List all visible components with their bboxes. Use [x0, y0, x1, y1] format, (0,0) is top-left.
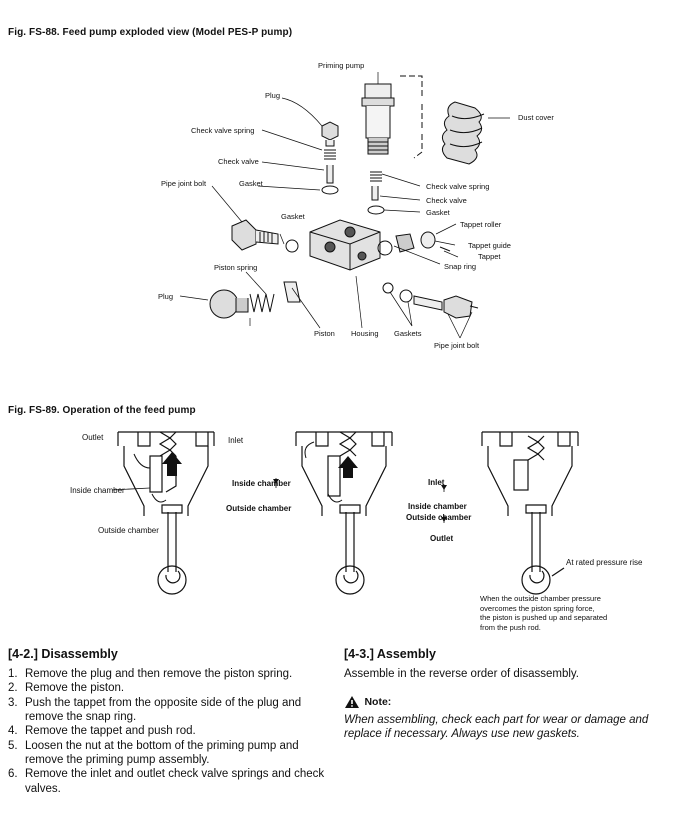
label-check-valve-left: Check valve: [218, 157, 259, 166]
label-gasket-left-2: Gasket: [281, 212, 305, 221]
label-priming-pump: Priming pump: [318, 61, 365, 70]
label-plug-top: Plug: [265, 91, 281, 100]
label-piston-spring: Piston spring: [214, 263, 258, 272]
label-gasket-left-1: Gasket: [239, 179, 263, 188]
d3-note-line: overcomes the piston spring force,: [480, 603, 595, 613]
label-dust-cover: Dust cover: [518, 113, 554, 122]
d2-outlet-label: Outlet: [430, 534, 454, 543]
label-gaskets: Gaskets: [394, 329, 422, 338]
list-item: 2.Remove the piston.: [8, 682, 125, 695]
label-housing: Housing: [351, 329, 379, 338]
label-check-valve-spring-left: Check valve spring: [191, 126, 255, 135]
d1-legend-outside-chamber: Outside chamber: [226, 504, 292, 513]
list-item: 3.Push the tappet from the opposite side…: [8, 696, 302, 723]
note-block: Note:: [344, 693, 391, 711]
d2-inlet-label: Inlet: [428, 478, 445, 487]
d2-outside-chamber-label: Outside chamber: [406, 513, 472, 522]
d3-note-line: When the outside chamber pressure: [480, 594, 601, 603]
assembly-text: Assemble in the reverse order of disasse…: [344, 668, 579, 680]
d3-note-line: the piston is pushed up and separated: [480, 613, 608, 622]
list-item: 6.Remove the inlet and outlet check valv…: [8, 768, 325, 795]
figure-89-caption: Fig. FS-89. Operation of the feed pump: [8, 405, 196, 416]
list-item: 1.Remove the plug and then remove the pi…: [8, 668, 293, 680]
d1-outside-chamber-label: Outside chamber: [98, 526, 159, 535]
note-label: Note:: [364, 695, 392, 708]
d1-inlet-label: Inlet: [228, 436, 244, 445]
assembly-heading: [4-3.] Assembly: [344, 647, 436, 661]
label-pipe-joint-bolt-right: Pipe joint bolt: [434, 341, 480, 350]
disassembly-steps: 1.Remove the plug and then remove the pi…: [8, 667, 334, 796]
label-pipe-joint-bolt-left: Pipe joint bolt: [161, 179, 207, 188]
label-check-valve-right: Check valve: [426, 196, 467, 205]
list-item: 5.Loosen the nut at the bottom of the pr…: [8, 739, 299, 766]
label-gasket-right: Gasket: [426, 208, 450, 217]
label-tappet-roller: Tappet roller: [460, 220, 502, 229]
list-item: 4.Remove the tappet and push rod.: [8, 725, 196, 738]
label-snap-ring: Snap ring: [444, 262, 477, 271]
figure-88-caption: Fig. FS-88. Feed pump exploded view (Mod…: [8, 27, 293, 38]
label-tappet: Tappet: [478, 252, 501, 261]
d3-note-line: from the push rod.: [480, 622, 541, 632]
d1-outlet-label: Outlet: [82, 433, 104, 442]
d1-legend-inside-chamber: Inside chamber: [232, 479, 291, 488]
d2-inside-chamber-label: Inside chamber: [408, 502, 467, 511]
disassembly-heading: [4-2.] Disassembly: [8, 647, 118, 661]
d3-note: When the outside chamber pressure overco…: [480, 594, 607, 632]
label-check-valve-spring-right: Check valve spring: [426, 182, 490, 191]
warning-icon: [345, 695, 359, 708]
label-tappet-guide: Tappet guide: [468, 241, 511, 250]
d3-rated-pressure-label: At rated pressure rise: [566, 558, 643, 567]
label-plug-left: Plug: [158, 292, 174, 301]
note-text: When assembling, check each part for wea…: [344, 714, 649, 741]
label-piston: Piston: [314, 329, 335, 338]
d1-inside-chamber-label: Inside chamber: [70, 486, 125, 495]
